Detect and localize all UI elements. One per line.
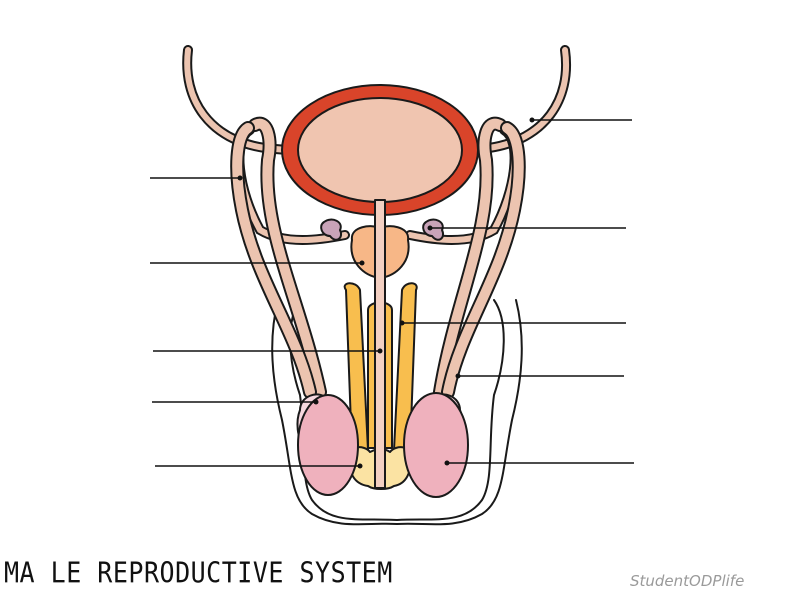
diagram-title: MA LE REPRODUCTIVE SYSTEM (4, 556, 393, 590)
vas-deferens-left (182, 45, 350, 399)
credit-watermark: StudentODPlife (630, 572, 745, 590)
scrotum-outline (271, 299, 523, 526)
seminal-vesicle-left (320, 218, 342, 241)
leader-lines (150, 117, 634, 469)
seminal-vesicle-right (422, 218, 444, 241)
urethra (374, 199, 386, 489)
bladder-lumen (297, 97, 463, 203)
testis-right (403, 392, 469, 498)
testis-left (297, 394, 359, 496)
